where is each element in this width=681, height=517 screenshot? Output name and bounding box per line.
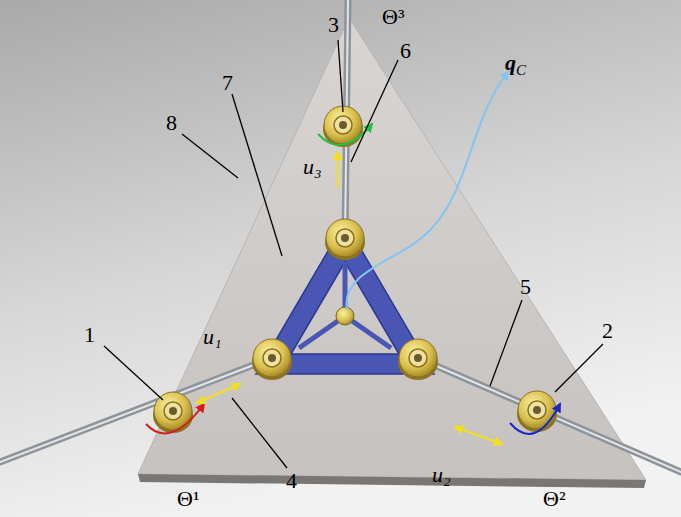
rotation-label: Θ² [543,488,565,510]
callout-number: 4 [286,470,297,492]
callout-number: 7 [222,72,233,94]
rotation-label: Θ¹ [177,488,199,510]
callout-number: 2 [602,320,613,342]
displacement-label: u₂ [432,464,451,486]
position-label: qC [505,52,526,78]
callout-number: 5 [520,276,531,298]
displacement-label: u₁ [203,326,222,348]
callout-number: 3 [328,14,339,36]
callout-number: 6 [400,40,411,62]
displacement-label: u₃ [303,156,322,178]
rotation-label: Θ³ [382,6,404,28]
callout-number: 8 [166,112,177,134]
callout-number: 1 [84,324,95,346]
